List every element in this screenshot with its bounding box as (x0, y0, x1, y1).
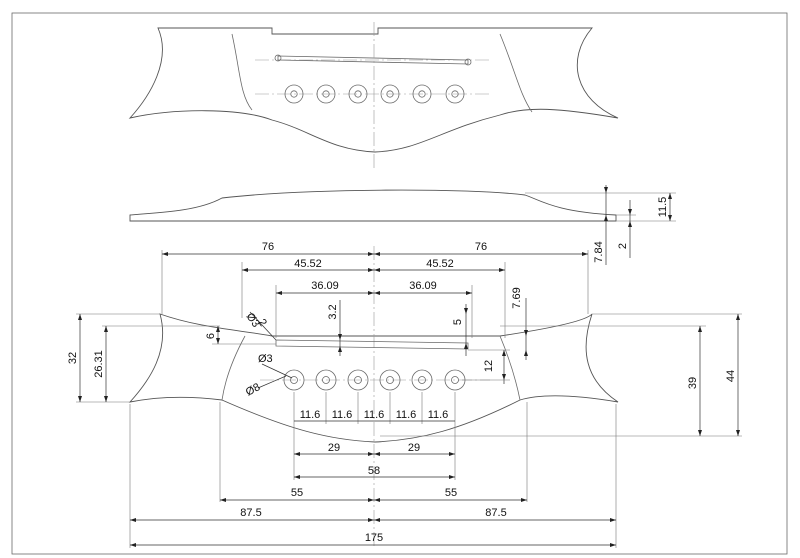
left-vertical-dims (76, 313, 276, 403)
pin-hole-inner (451, 90, 459, 98)
dim-slot-offset-6: 6 (205, 333, 217, 339)
horizontal-dimension-lines (130, 253, 616, 546)
dim-pin-hole-diameter: Ø3 (258, 353, 273, 365)
dim-slot-end-diameter-sub: 2 (256, 317, 269, 329)
pin-hole-inner (418, 90, 426, 98)
pin-hole-outer (445, 84, 465, 104)
pin-hole-outer (380, 84, 400, 104)
arrow (628, 221, 632, 227)
dim-55-left: 55 (291, 487, 303, 499)
pin-hole-inner (451, 376, 459, 384)
dim-45-52-right: 45.52 (426, 258, 454, 270)
pin-hole-outer (348, 84, 368, 104)
top-view-left-wing-line (231, 33, 253, 111)
right-vertical-dims (380, 313, 742, 437)
dim-left-26-31: 26.31 (93, 350, 105, 378)
pin-hole-inner (354, 376, 362, 384)
top-view-right-wing-line (499, 33, 533, 113)
pin-hole-inner (290, 376, 298, 384)
dim-pin-spacing-1: 11.6 (300, 409, 321, 421)
pin-hole-inner (322, 90, 330, 98)
dim-pin-spacing-5: 11.6 (428, 409, 449, 421)
dim-87-5-left: 87.5 (240, 507, 261, 519)
dim-depth-7-69: 7.69 (511, 287, 523, 308)
dim-55-right: 55 (445, 487, 457, 499)
pin-hole-inner (386, 90, 394, 98)
dim-175: 175 (365, 532, 383, 544)
top-view-slot-end-right (464, 58, 472, 66)
plan-saddle-slot (275, 339, 469, 350)
plan-left-wing-line (221, 335, 246, 401)
dim-right-39: 39 (687, 377, 699, 389)
pin-hole-outer (315, 369, 337, 391)
slot-vertical-dims (338, 298, 528, 384)
pin-hole-outer (347, 369, 369, 391)
dim-36-09-right: 36.09 (409, 280, 437, 292)
pin-hole-inner (290, 90, 298, 98)
plan-right-wing-line (499, 335, 521, 401)
dim-slot-5: 5 (452, 319, 464, 325)
dim-pin-circle-diameter: Ø8 (244, 381, 263, 398)
pin-hole-inner (322, 376, 330, 384)
top-view-slot-end-left (274, 54, 282, 62)
pin-hole-inner (418, 376, 426, 384)
dim-pin-spacing-4: 11.6 (396, 409, 417, 421)
plan-view: 76 76 45.52 45.52 36.09 36.09 11.6 11.6 … (67, 241, 742, 548)
pin-hole-outer (412, 84, 432, 104)
dim-87-5-right: 87.5 (485, 507, 506, 519)
dim-left-32: 32 (67, 352, 79, 364)
dim-36-09-left: 36.09 (311, 280, 339, 292)
dim-right-44: 44 (725, 370, 737, 382)
dim-pin-spacing-2: 11.6 (332, 409, 353, 421)
dim-76-left: 76 (262, 241, 274, 253)
plan-view-outline (128, 313, 619, 443)
pin-hole-inner (354, 90, 362, 98)
diameter-leaders (249, 311, 293, 389)
dim-thickness: 2 (617, 243, 629, 249)
pin-hole-outer (316, 84, 336, 104)
pin-hole-outer (379, 369, 401, 391)
side-view: 11.5 2 7.84 (129, 185, 676, 265)
dim-bridge-height: 11.5 (657, 197, 669, 218)
top-view-saddle-slot (277, 55, 469, 65)
top-view (128, 22, 619, 170)
dim-edge-height: 7.84 (593, 241, 605, 262)
pin-hole-inner (386, 376, 394, 384)
dim-29-left: 29 (328, 442, 340, 454)
pin-hole-outer (283, 369, 305, 391)
arrow (668, 215, 672, 221)
pin-hole-outer (284, 84, 304, 104)
dim-slot-3-2: 3.2 (327, 304, 339, 319)
side-view-outline (129, 189, 617, 222)
dim-76-right: 76 (475, 241, 487, 253)
dim-58: 58 (368, 465, 380, 477)
arrow (604, 215, 608, 221)
dim-pin-spacing-3: 11.6 (364, 409, 385, 421)
top-view-outline (128, 27, 619, 153)
extension-lines (129, 250, 617, 548)
pin-hole-outer (411, 369, 433, 391)
dim-45-52-left: 45.52 (294, 258, 322, 270)
top-view-pin-holes (284, 84, 465, 104)
arrow (668, 193, 672, 199)
drawing-frame (11, 12, 788, 555)
horizontal-dimension-arrows (130, 252, 616, 547)
dim-29-right: 29 (408, 442, 420, 454)
arrow (604, 187, 608, 193)
plan-pin-holes (283, 369, 466, 391)
dim-pin-offset-12: 12 (483, 360, 495, 372)
arrow (628, 209, 632, 215)
